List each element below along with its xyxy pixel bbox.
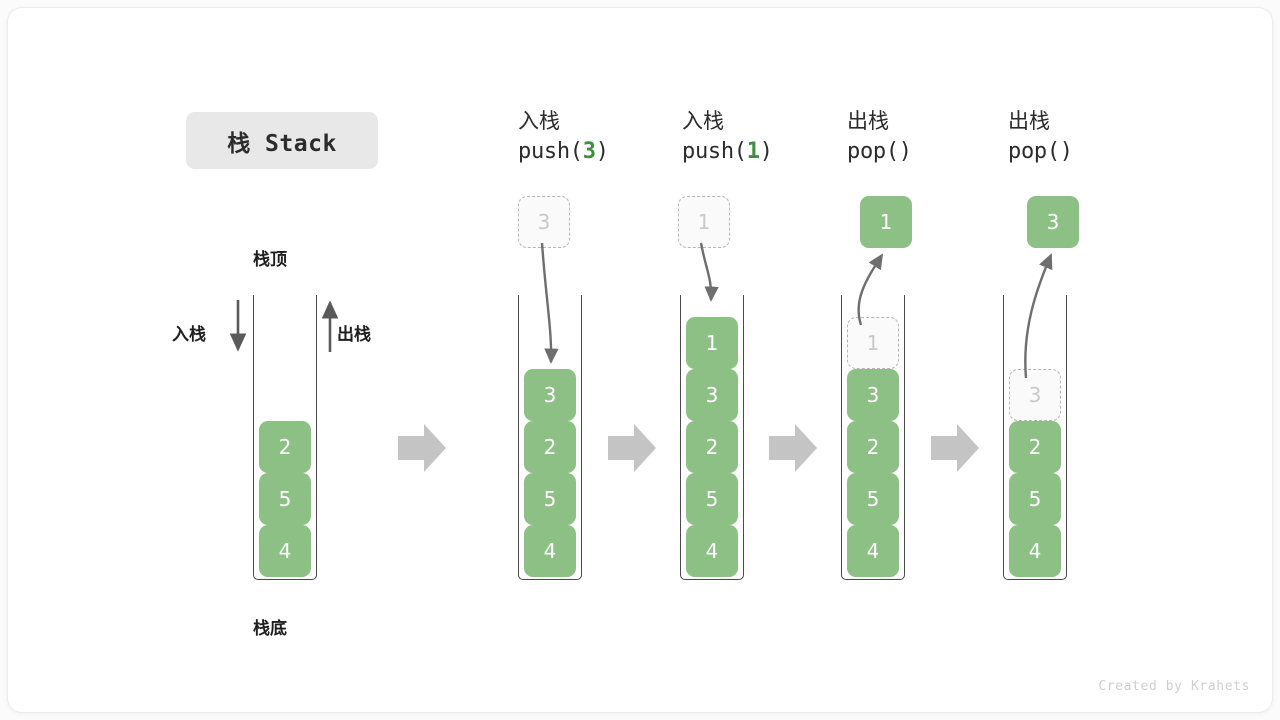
column-header-cn: 入栈 (682, 109, 724, 133)
code-prefix: pop( (847, 139, 899, 165)
stack-item: 1 (686, 317, 738, 369)
column-header-pop-1: 出栈 pop() (847, 106, 1017, 168)
stack-item: 5 (686, 473, 738, 525)
watermark-credit: Created by Krahets (1098, 679, 1250, 694)
stack-item: 4 (524, 525, 576, 577)
stack-item: 4 (847, 525, 899, 577)
stack-item: 4 (259, 525, 311, 577)
stack-container-initial (253, 295, 317, 580)
column-header-code: pop() (847, 136, 1017, 168)
code-suffix: ) (898, 139, 912, 165)
stack-item: 3 (847, 369, 899, 421)
stack-item: 5 (1009, 473, 1061, 525)
stack-item: 5 (259, 473, 311, 525)
column-header-cn: 入栈 (518, 109, 560, 133)
stack-item: 2 (686, 421, 738, 473)
stack-item: 4 (686, 525, 738, 577)
diagram-title-badge: 栈 Stack (186, 112, 378, 169)
stack-item: 3 (686, 369, 738, 421)
push-direction-label: 入栈 (172, 325, 206, 345)
pending-push-value-box: 3 (518, 196, 570, 248)
stack-item-ghost: 1 (847, 317, 899, 369)
column-header-code: push(3) (518, 136, 688, 168)
stack-container-pop-1 (841, 295, 905, 580)
code-suffix: ) (1059, 139, 1073, 165)
code-prefix: pop( (1008, 139, 1060, 165)
column-header-push-1: 入栈 push(1) (682, 106, 852, 168)
stack-container-pop-3 (1003, 295, 1067, 580)
column-header-push-3: 入栈 push(3) (518, 106, 688, 168)
stack-item: 5 (847, 473, 899, 525)
stack-item: 2 (524, 421, 576, 473)
code-suffix: ) (595, 139, 609, 165)
column-header-pop-3: 出栈 pop() (1008, 106, 1178, 168)
column-header-cn: 出栈 (1008, 109, 1050, 133)
pop-direction-label: 出栈 (337, 325, 371, 345)
popped-value-box: 3 (1027, 196, 1079, 248)
stack-item: 3 (524, 369, 576, 421)
stack-item: 2 (847, 421, 899, 473)
stack-top-label: 栈顶 (253, 250, 287, 270)
stack-container-push-3 (518, 295, 582, 580)
stack-item: 2 (1009, 421, 1061, 473)
column-header-code: pop() (1008, 136, 1178, 168)
column-header-cn: 出栈 (847, 109, 889, 133)
code-argument: 3 (582, 139, 596, 165)
stack-container-push-1 (680, 295, 744, 580)
code-prefix: push( (682, 139, 747, 165)
code-suffix: ) (759, 139, 773, 165)
stack-item-ghost: 3 (1009, 369, 1061, 421)
code-prefix: push( (518, 139, 583, 165)
stack-bottom-label: 栈底 (253, 619, 287, 639)
popped-value-box: 1 (860, 196, 912, 248)
code-argument: 1 (746, 139, 760, 165)
pending-push-value-box: 1 (678, 196, 730, 248)
stack-item: 5 (524, 473, 576, 525)
stack-item: 2 (259, 421, 311, 473)
stack-item: 4 (1009, 525, 1061, 577)
column-header-code: push(1) (682, 136, 852, 168)
